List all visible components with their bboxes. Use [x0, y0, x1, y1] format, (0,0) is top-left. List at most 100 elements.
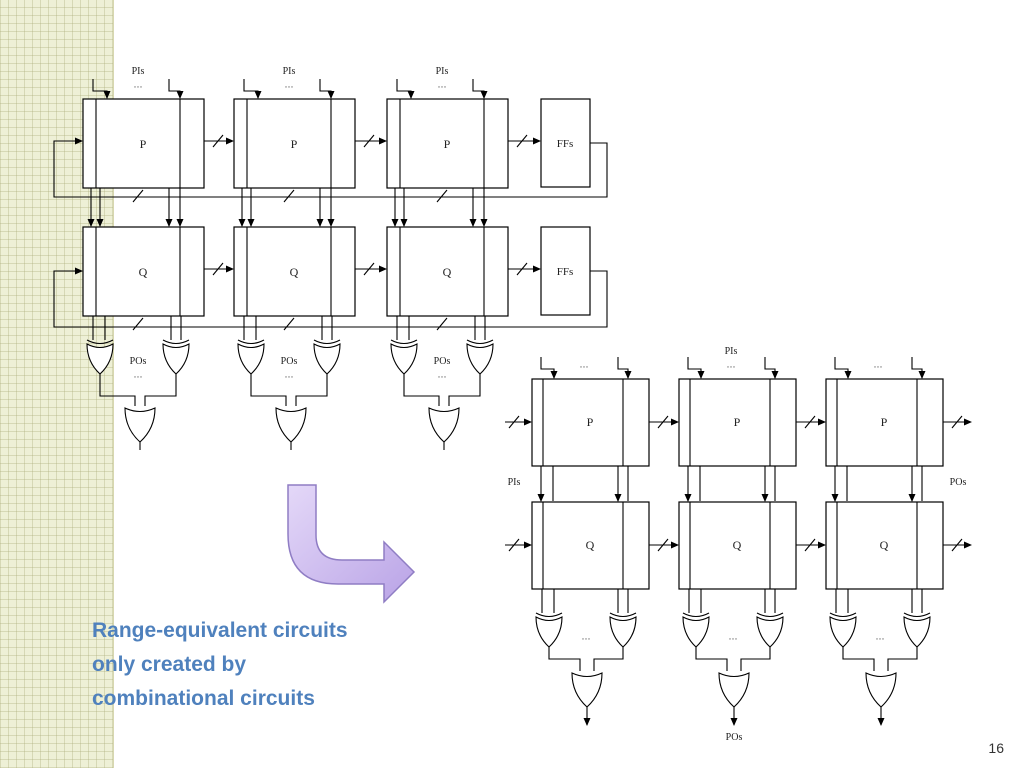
xor-gate-arc — [609, 612, 637, 618]
xor-gate-icon — [162, 343, 190, 375]
caption-line: Range-equivalent circuits — [92, 619, 348, 642]
xor-gate-icon — [756, 616, 784, 648]
p-block-label: P — [444, 137, 451, 151]
sequential-circuit-diagram: PQPIs···POs···PQPIs···POs···PQPIs···POs·… — [53, 66, 608, 450]
pos-label: POs — [950, 477, 967, 488]
xor-gate-icon — [903, 616, 931, 648]
bus-slash — [804, 538, 816, 552]
ffs-label: FFs — [557, 138, 574, 150]
or-gate-icon — [124, 407, 156, 443]
caption-line: combinational circuits — [92, 687, 315, 710]
bus-slash — [951, 538, 963, 552]
pos-label: POs — [281, 356, 298, 367]
wire — [403, 374, 440, 406]
ellipsis-label: ··· — [285, 372, 294, 382]
p-block — [825, 378, 944, 467]
pis-label: PIs — [436, 66, 449, 77]
ellipsis-label: ··· — [285, 82, 294, 92]
ellipsis-label: ··· — [438, 82, 447, 92]
pos-label: POs — [434, 356, 451, 367]
xor-gate-icon — [535, 616, 563, 648]
xor-gate-arc — [466, 339, 494, 345]
bus-slash — [436, 317, 448, 331]
ellipsis-label: ··· — [580, 362, 589, 372]
bus-slash — [508, 538, 520, 552]
wire — [319, 79, 335, 99]
or-gate-icon — [718, 672, 750, 708]
pos-label: POs — [130, 356, 147, 367]
wire — [472, 79, 488, 99]
curved-arrow-icon — [287, 484, 416, 604]
ellipsis-label: ··· — [727, 362, 736, 372]
bus-slash — [283, 189, 295, 203]
p-block — [386, 98, 509, 189]
or-gate-icon — [275, 407, 307, 443]
xor-gate-icon — [86, 343, 114, 375]
p-block-label: P — [734, 415, 741, 429]
xor-gate-arc — [829, 612, 857, 618]
wire — [842, 647, 875, 671]
xor-gate-icon — [466, 343, 494, 375]
pis-label: PIs — [725, 346, 738, 357]
q-block — [531, 501, 650, 590]
ellipsis-label: ··· — [729, 634, 738, 644]
ffs-label: FFs — [557, 266, 574, 278]
wire — [396, 79, 415, 99]
slide-caption: Range-equivalent circuits only created b… — [92, 614, 412, 716]
ellipsis-label: ··· — [876, 634, 885, 644]
q-block — [82, 226, 205, 317]
q-block-label: Q — [290, 265, 299, 279]
bus-slash — [363, 262, 375, 276]
xor-gate-arc — [390, 339, 418, 345]
xor-gate-arc — [756, 612, 784, 618]
bus-slash — [436, 189, 448, 203]
wire — [53, 137, 608, 198]
or-gate-icon — [428, 407, 460, 443]
wire — [834, 357, 852, 379]
wire — [168, 79, 184, 99]
or-gate-icon — [865, 672, 897, 708]
bus-slash — [516, 134, 528, 148]
ellipsis-label: ··· — [438, 372, 447, 382]
or-gate-icon — [571, 672, 603, 708]
wire — [540, 357, 558, 379]
pis-label: PIs — [132, 66, 145, 77]
bus-slash — [132, 317, 144, 331]
ffs-block — [540, 98, 591, 188]
slide-number: 16 — [988, 740, 1004, 756]
q-block-label: Q — [139, 265, 148, 279]
p-block — [678, 378, 797, 467]
bus-slash — [516, 262, 528, 276]
p-block-label: P — [881, 415, 888, 429]
pos-label: POs — [726, 732, 743, 743]
p-block-label: P — [587, 415, 594, 429]
wire — [687, 357, 705, 379]
xor-gate-icon — [313, 343, 341, 375]
p-block-label: P — [140, 137, 147, 151]
xor-gate-arc — [162, 339, 190, 345]
bus-slash — [657, 415, 669, 429]
xor-gate-arc — [237, 339, 265, 345]
q-block-label: Q — [586, 538, 595, 552]
wire — [695, 647, 728, 671]
q-block-label: Q — [733, 538, 742, 552]
wire — [548, 647, 581, 671]
p-block — [82, 98, 205, 189]
bus-slash — [804, 415, 816, 429]
xor-gate-icon — [237, 343, 265, 375]
wire — [92, 79, 111, 99]
q-block — [678, 501, 797, 590]
p-block — [531, 378, 650, 467]
wire — [911, 357, 926, 379]
wire — [295, 374, 328, 406]
wire — [99, 374, 136, 406]
xor-gate-icon — [829, 616, 857, 648]
ellipsis-label: ··· — [134, 82, 143, 92]
wire — [144, 374, 177, 406]
xor-gate-arc — [682, 612, 710, 618]
q-block — [386, 226, 509, 317]
wire — [53, 267, 608, 328]
xor-gate-icon — [390, 343, 418, 375]
